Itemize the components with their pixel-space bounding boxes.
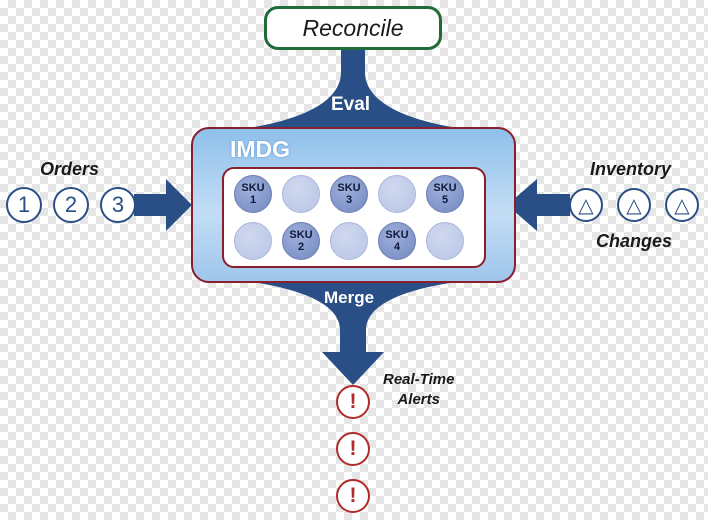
merge-label: Merge <box>324 288 375 307</box>
changes-label: Changes <box>596 231 673 251</box>
orders-label: Orders <box>40 159 100 179</box>
imdg-title: IMDG <box>230 136 291 162</box>
sku-cell-label: SKU <box>385 229 409 241</box>
delta-2-icon: △ <box>617 188 651 222</box>
order-2-circle: 2 <box>53 187 89 223</box>
sku-cell-label: SKU <box>337 182 361 194</box>
alerts-label: Real-Time Alerts <box>383 370 454 410</box>
merge-funnel <box>252 282 456 385</box>
alert-2-icon: ! <box>336 432 370 466</box>
empty-cell <box>330 222 368 260</box>
eval-funnel <box>254 50 452 127</box>
empty-cell <box>282 175 320 213</box>
sku-cell-number: 5 <box>441 194 449 206</box>
empty-cell <box>234 222 272 260</box>
alerts-label-line2: Alerts <box>397 391 440 408</box>
sku-cell-label: SKU <box>241 182 265 194</box>
alert-1-icon: ! <box>336 385 370 419</box>
inventory-arrow <box>507 179 570 231</box>
delta-1-icon: △ <box>569 188 603 222</box>
sku-cell-number: 3 <box>345 194 353 206</box>
eval-label: Eval <box>331 94 371 115</box>
sku-cell-label: SKU <box>433 182 457 194</box>
order-3-circle: 3 <box>100 187 136 223</box>
reconcile-label: Reconcile <box>302 14 404 41</box>
empty-cell <box>378 175 416 213</box>
sku-cell-number: 4 <box>393 241 401 253</box>
order-1-circle: 1 <box>6 187 42 223</box>
sku-cell-label: SKU <box>289 229 313 241</box>
empty-cell <box>426 222 464 260</box>
delta-3-icon: △ <box>665 188 699 222</box>
alerts-label-line1: Real-Time <box>383 371 455 388</box>
alert-3-icon: ! <box>336 479 370 513</box>
reconcile-box: Reconcile <box>264 6 442 50</box>
inventory-label: Inventory <box>590 159 672 179</box>
sku-cell-number: 1 <box>249 194 257 206</box>
sku-cell-number: 2 <box>297 241 305 253</box>
orders-arrow <box>134 179 192 231</box>
